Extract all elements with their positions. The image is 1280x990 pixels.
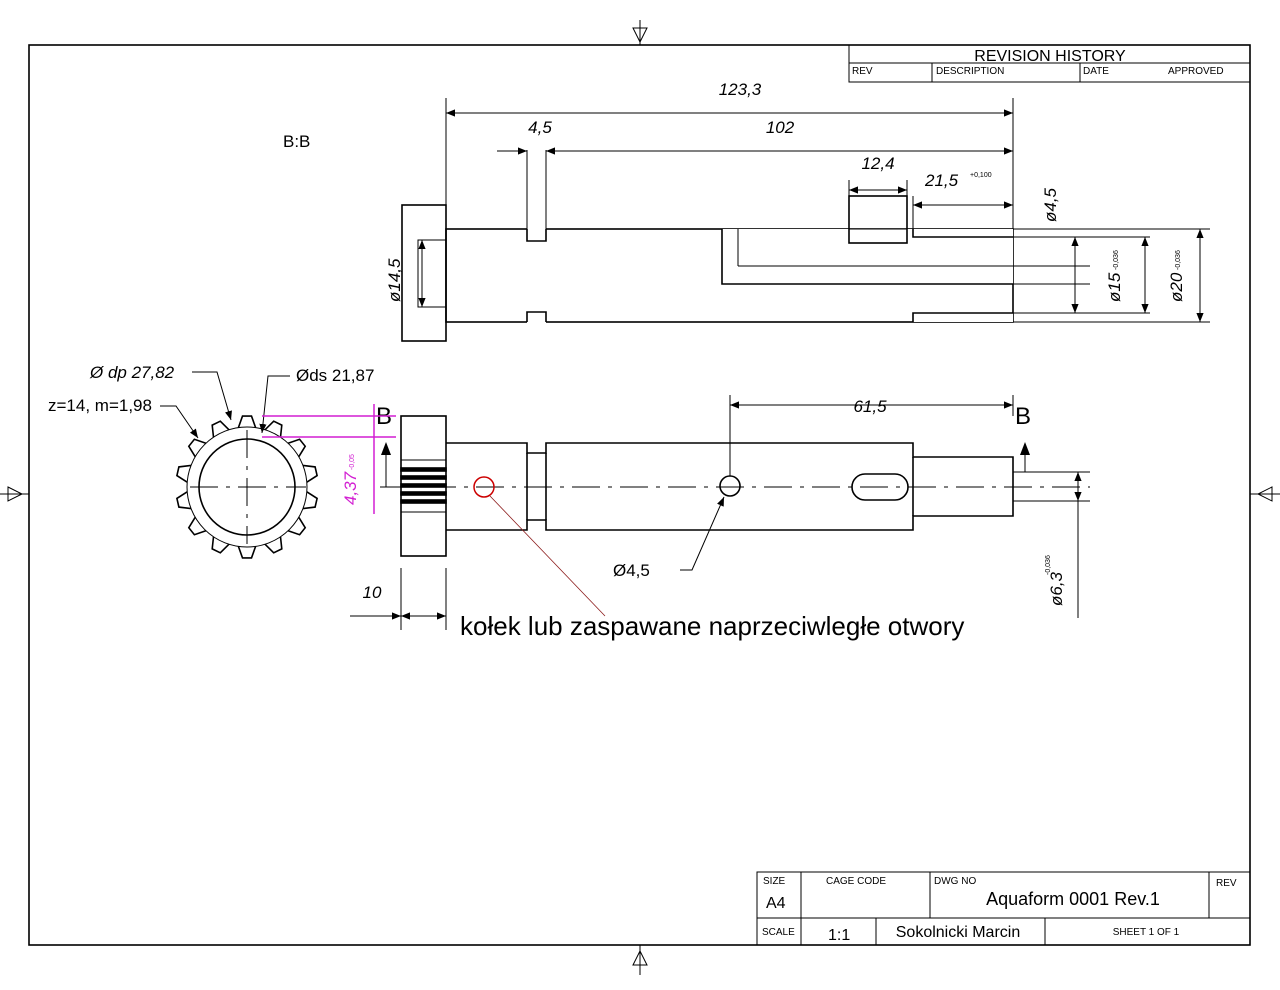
rev-column-header: REV: [852, 66, 873, 77]
gear-tooth: [302, 491, 319, 510]
dia-4-5-vertical-dim: ø4,5: [1041, 187, 1060, 222]
gear-root-diameter-label: Øds 21,87: [296, 366, 374, 385]
gear-end-view: [175, 415, 319, 559]
gear-tooth: [211, 536, 230, 554]
length-102-dim: 102: [766, 118, 795, 137]
dia-15-tolerance: -0,036: [1113, 250, 1120, 270]
front-view-shaft: [380, 395, 1090, 557]
drawing-frame: [0, 20, 1280, 975]
description-column-header: DESCRIPTION: [936, 66, 1004, 77]
gear-tooth: [287, 438, 307, 458]
slot-width-dim: 12,4: [861, 154, 894, 173]
gear-tooth: [264, 420, 283, 438]
size-label: SIZE: [763, 876, 786, 887]
gear-width-dim: 10: [363, 583, 382, 602]
gear-labels: Ø dp 27,82 Øds 21,87 z=14, m=1,98: [48, 363, 374, 439]
scale-label: SCALE: [762, 927, 795, 938]
hole-diameter-dim: Ø4,5: [613, 561, 650, 580]
gear-tooth: [287, 516, 307, 536]
sheet-number: SHEET 1 OF 1: [1113, 927, 1180, 938]
dia-20-dim: ø20: [1167, 272, 1186, 302]
author-name: Sokolnicki Marcin: [896, 924, 1020, 941]
gear-tooth: [264, 536, 283, 554]
frame-center-marks: [0, 20, 1280, 975]
spline-width-dimension: 4,37 -0,05: [262, 404, 396, 514]
slot-offset-tolerance: +0,100: [970, 172, 992, 179]
pin-annotation-text: kołek lub zaspawane naprzeciwległe otwor…: [460, 611, 964, 641]
spline-width-dim: 4,37: [341, 471, 360, 505]
cage-code-label: CAGE CODE: [826, 876, 886, 887]
gear-tooth: [175, 491, 192, 510]
revision-history-title: REVISION HISTORY: [974, 48, 1126, 65]
gear-tooth: [187, 438, 207, 458]
section-view-dimensions: 123,3 102 4,5 12,4 21,5 +0,100 ø4,5 ø14,…: [385, 80, 1204, 322]
section-view-label: B:B: [283, 132, 310, 151]
overall-length-dim: 123,3: [719, 80, 762, 99]
flat-diameter-tolerance: -0,036: [1045, 555, 1052, 575]
gear-tooth: [187, 516, 207, 536]
flat-diameter-dim: ø6,3: [1047, 571, 1066, 606]
dwg-no-label: DWG NO: [934, 876, 976, 887]
spline-width-tolerance: -0,05: [349, 454, 356, 470]
revision-history-table: REVISION HISTORY REV DESCRIPTION DATE AP…: [848, 44, 1251, 83]
gear-tooth: [211, 420, 230, 438]
dia-20-tolerance: -0,036: [1175, 250, 1182, 270]
dwg-no-value: Aquaform 0001 Rev.1: [986, 889, 1160, 909]
size-value: A4: [766, 895, 786, 912]
gear-tooth: [237, 546, 257, 559]
gear-parameters-label: z=14, m=1,98: [48, 396, 152, 415]
slot-offset-dim: 21,5: [924, 171, 959, 190]
dia-15-dim: ø15: [1105, 272, 1124, 302]
title-block: SIZE A4 CAGE CODE DWG NO Aquaform 0001 R…: [756, 871, 1251, 946]
hole-position-dim: 61,5: [853, 397, 887, 416]
date-column-header: DATE: [1083, 66, 1109, 77]
pin-annotation: kołek lub zaspawane naprzeciwległe otwor…: [460, 476, 964, 641]
gear-tooth: [237, 415, 257, 428]
groove-width-dim: 4,5: [528, 118, 552, 137]
gear-tooth: [175, 464, 192, 483]
section-marker-right: B: [1015, 403, 1031, 430]
approved-column-header: APPROVED: [1168, 66, 1224, 77]
dia-14-5-dim: ø14,5: [385, 258, 404, 302]
front-view-dimensions: 61,5 Ø4,5 10 ø6,3 -0,036: [350, 395, 1082, 630]
annotation-leader: [489, 495, 606, 617]
section-markers: B B: [376, 403, 1031, 488]
section-view-shaft: [401, 98, 1210, 342]
rev-label: REV: [1216, 878, 1237, 889]
gear-pitch-diameter-label: Ø dp 27,82: [89, 363, 175, 382]
pin-location-marker: [473, 476, 495, 498]
gear-tooth: [302, 464, 319, 483]
scale-value: 1:1: [828, 927, 850, 944]
